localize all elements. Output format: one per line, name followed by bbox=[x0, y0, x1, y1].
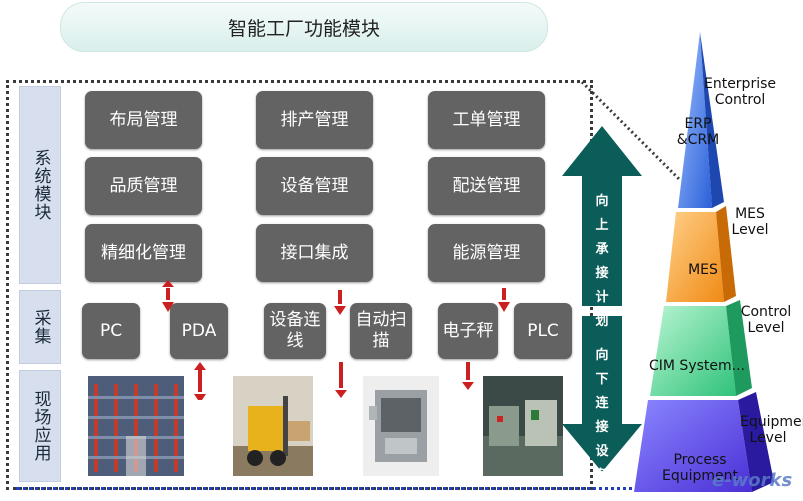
automation-pyramid bbox=[634, 32, 774, 492]
pyramid-mes-level: MES Level bbox=[731, 206, 769, 238]
pyramid-enterprise-control: Enterprise Control bbox=[703, 76, 777, 108]
flow-arrows bbox=[562, 126, 642, 472]
photo-scanner-machine bbox=[363, 376, 439, 476]
module-scheduling-mgmt[interactable]: 排产管理 bbox=[256, 91, 373, 149]
photo-forklift bbox=[233, 376, 313, 476]
collect-pda[interactable]: PDA bbox=[170, 303, 228, 359]
label-collect: 采集 bbox=[19, 290, 61, 364]
photo-warehouse-racks bbox=[88, 376, 184, 476]
pyramid-erp-crm: ERP &CRM bbox=[676, 116, 720, 148]
label-system-module: 系统模块 bbox=[19, 86, 61, 284]
collect-pc[interactable]: PC bbox=[82, 303, 140, 359]
bottom-divider bbox=[16, 487, 676, 490]
arrow-down-label: 向下连接设备 bbox=[595, 348, 609, 483]
module-energy-mgmt[interactable]: 能源管理 bbox=[428, 224, 545, 282]
frame-connector-line bbox=[580, 80, 682, 182]
collect-scale[interactable]: 电子秤 bbox=[438, 303, 498, 359]
collect-auto-scan[interactable]: 自动扫描 bbox=[350, 303, 412, 359]
pyramid-control-level: Control Level bbox=[740, 304, 792, 336]
module-equipment-mgmt[interactable]: 设备管理 bbox=[256, 157, 373, 215]
module-interface-integration[interactable]: 接口集成 bbox=[256, 224, 373, 282]
pyramid-mes: MES bbox=[688, 262, 718, 278]
pyramid-cim-system: CIM System... bbox=[649, 358, 745, 374]
module-delivery-mgmt[interactable]: 配送管理 bbox=[428, 157, 545, 215]
pyramid-process-equipment: Process Equipment bbox=[662, 452, 738, 484]
collect-plc[interactable]: PLC bbox=[514, 303, 572, 359]
module-layout-mgmt[interactable]: 布局管理 bbox=[85, 91, 202, 149]
module-lean-mgmt[interactable]: 精细化管理 bbox=[85, 224, 202, 282]
collect-device-connect[interactable]: 设备连线 bbox=[264, 303, 326, 359]
arrow-up-label: 向上承接计划 bbox=[595, 194, 609, 329]
page-title: 智能工厂功能模块 bbox=[60, 2, 548, 52]
label-field-app: 现场应用 bbox=[19, 370, 61, 482]
pyramid-equipment-level: Equipment Level bbox=[740, 414, 803, 446]
connector-arrows bbox=[162, 280, 510, 400]
module-workorder-mgmt[interactable]: 工单管理 bbox=[428, 91, 545, 149]
module-quality-mgmt[interactable]: 品质管理 bbox=[85, 157, 202, 215]
photo-factory-floor bbox=[483, 376, 563, 476]
watermark-logo: e-works bbox=[712, 470, 793, 491]
